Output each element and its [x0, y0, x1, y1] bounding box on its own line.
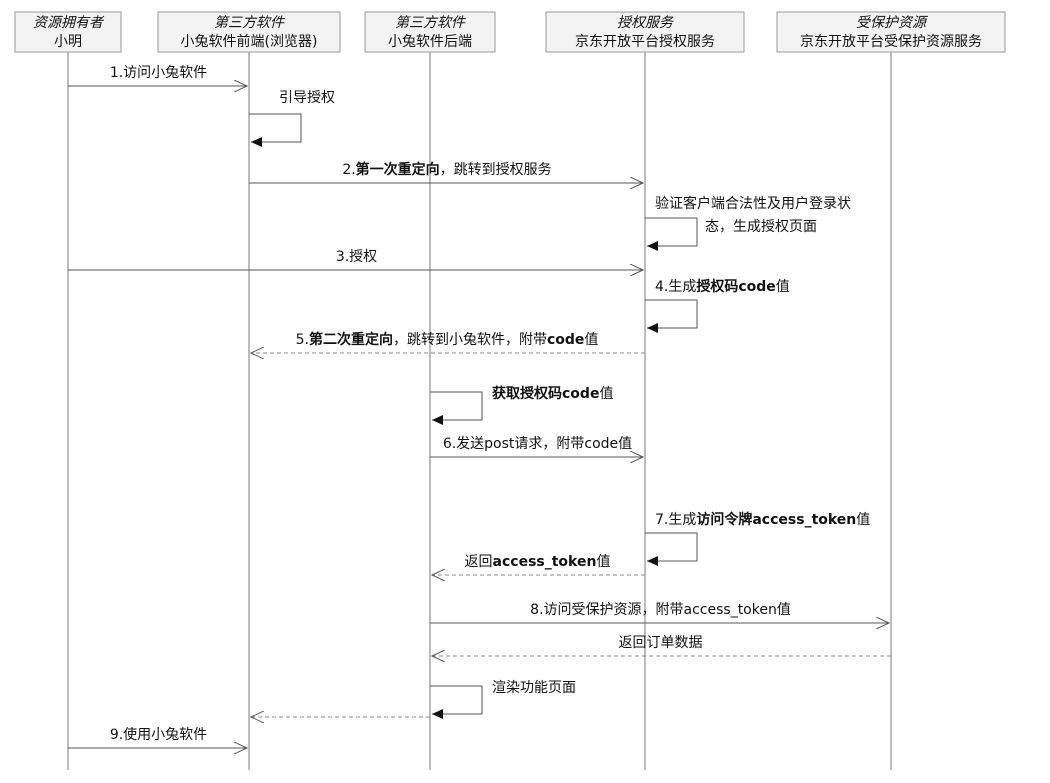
- message-label-10-part-2: 值: [856, 512, 870, 528]
- message-label-12: 8.访问受保护资源，附带access_token值: [530, 602, 791, 618]
- message-label-16: 9.使用小兔软件: [110, 726, 207, 743]
- message-label-13: 返回订单数据: [619, 635, 703, 651]
- self-message-arrow-14: [430, 685, 483, 719]
- participant-box-front: [157, 11, 341, 53]
- participant-title-owner: 资源拥有者: [33, 15, 105, 31]
- message-7: 5.第二次重定向，跳转到小兔软件，附带code值: [251, 331, 645, 353]
- message-label-9: 6.发送post请求，附带code值: [443, 436, 632, 452]
- message-label-13-part-0: 返回订单数据: [619, 635, 703, 651]
- participant-box-back: [364, 11, 496, 53]
- message-12: 8.访问受保护资源，附带access_token值: [430, 602, 889, 623]
- message-label-9-part-0: 6.发送post请求，附带code值: [443, 436, 632, 452]
- message-label-1: 1.访问小兔软件: [110, 65, 207, 81]
- message-label-1-part-0: 1.访问小兔软件: [110, 65, 207, 81]
- message-label-7: 5.第二次重定向，跳转到小兔软件，附带code值: [296, 331, 599, 348]
- message-label-7-part-1: 第二次重定向: [309, 331, 393, 348]
- message-5: 3.授权: [68, 249, 643, 270]
- message-label-8: 获取授权码code值: [492, 385, 613, 402]
- message-label-4: 验证客户端合法性及用户登录状: [655, 195, 851, 212]
- participant-subtitle-res: 京东开放平台受保护资源服务: [800, 34, 982, 50]
- message-3: 2.第一次重定向，跳转到授权服务: [249, 161, 643, 183]
- message-label-14-part-0: 渲染功能页面: [492, 680, 576, 696]
- message-label-4-part-0: 验证客户端合法性及用户登录状: [655, 195, 851, 212]
- message-label-2: 引导授权: [279, 90, 335, 106]
- participant-title-res: 受保护资源: [856, 15, 929, 31]
- participant-box-owner: [14, 11, 122, 53]
- participant-subtitle-auth: 京东开放平台授权服务: [575, 34, 715, 50]
- participant-title-auth: 授权服务: [617, 15, 674, 31]
- message-label-3-part-2: ，跳转到授权服务: [440, 162, 552, 178]
- message-label-8-part-0: 获取授权码code: [492, 385, 599, 402]
- message-14: 渲染功能页面: [430, 680, 576, 719]
- message-label-3: 2.第一次重定向，跳转到授权服务: [342, 161, 551, 178]
- message-label-3-part-0: 2.: [342, 162, 355, 178]
- message-13: 返回订单数据: [432, 635, 891, 656]
- message-label-6-part-1: 授权码code: [696, 278, 775, 295]
- message-label-11-part-0: 返回: [465, 554, 493, 570]
- message-10: 7.生成访问令牌access_token值: [645, 511, 870, 566]
- participant-subtitle-front: 小兔软件前端(浏览器): [181, 33, 318, 50]
- self-message-arrow-10: [645, 532, 698, 566]
- message-label-11-part-1: access_token: [493, 554, 597, 570]
- message-16: 9.使用小兔软件: [68, 726, 247, 748]
- message-2: 引导授权: [249, 90, 335, 147]
- message-label-7-part-0: 5.: [296, 332, 309, 348]
- message-label-6-part-2: 值: [776, 279, 790, 295]
- message-label-5: 3.授权: [336, 249, 377, 265]
- message-label-10-part-1: 访问令牌access_token: [696, 511, 856, 528]
- participant-subtitle-back: 小兔软件后端: [388, 34, 472, 50]
- message-label-10-part-0: 7.生成: [655, 512, 696, 528]
- message-label-3-part-1: 第一次重定向: [356, 161, 440, 178]
- message-label-14: 渲染功能页面: [492, 680, 576, 696]
- participant-subtitle-owner: 小明: [54, 34, 82, 50]
- self-message-arrow-6: [645, 299, 698, 333]
- self-message-arrow-8: [430, 391, 483, 425]
- message-label-11: 返回access_token值: [465, 554, 611, 570]
- message-label-10: 7.生成访问令牌access_token值: [655, 511, 870, 528]
- message-1: 1.访问小兔软件: [68, 65, 247, 86]
- message-label-6: 4.生成授权码code值: [655, 278, 790, 295]
- self-message-arrow-2: [249, 113, 302, 147]
- message-9: 6.发送post请求，附带code值: [430, 436, 643, 457]
- message-label-8-part-1: 值: [599, 386, 613, 402]
- message-label-11-part-2: 值: [596, 554, 610, 570]
- message-label-5-part-0: 3.授权: [336, 249, 377, 265]
- message-label-7-part-2: ，跳转到小兔软件，附带: [393, 332, 547, 348]
- self-message-arrow-4: [645, 217, 698, 251]
- message-label-7-part-3: code: [547, 332, 584, 348]
- message-label-2-part-0: 引导授权: [279, 90, 335, 106]
- participant-box-auth: [545, 11, 745, 53]
- message-label-6-part-0: 4.生成: [655, 279, 696, 295]
- message-label-16-part-0: 9.使用小兔软件: [110, 726, 207, 743]
- message-label-12-part-0: 8.访问受保护资源，附带access_token值: [530, 602, 791, 618]
- message-8: 获取授权码code值: [430, 385, 613, 425]
- participant-title-back: 第三方软件: [395, 15, 466, 31]
- message-11: 返回access_token值: [432, 554, 645, 575]
- participant-title-front: 第三方软件: [214, 15, 285, 31]
- message-6: 4.生成授权码code值: [645, 278, 790, 333]
- participant-box-res: [776, 11, 1006, 53]
- message-label-7-part-4: 值: [584, 332, 598, 348]
- message-label-4-line2-part-0: 态，生成授权页面: [705, 219, 817, 235]
- message-label-4-line2: 态，生成授权页面: [705, 219, 817, 235]
